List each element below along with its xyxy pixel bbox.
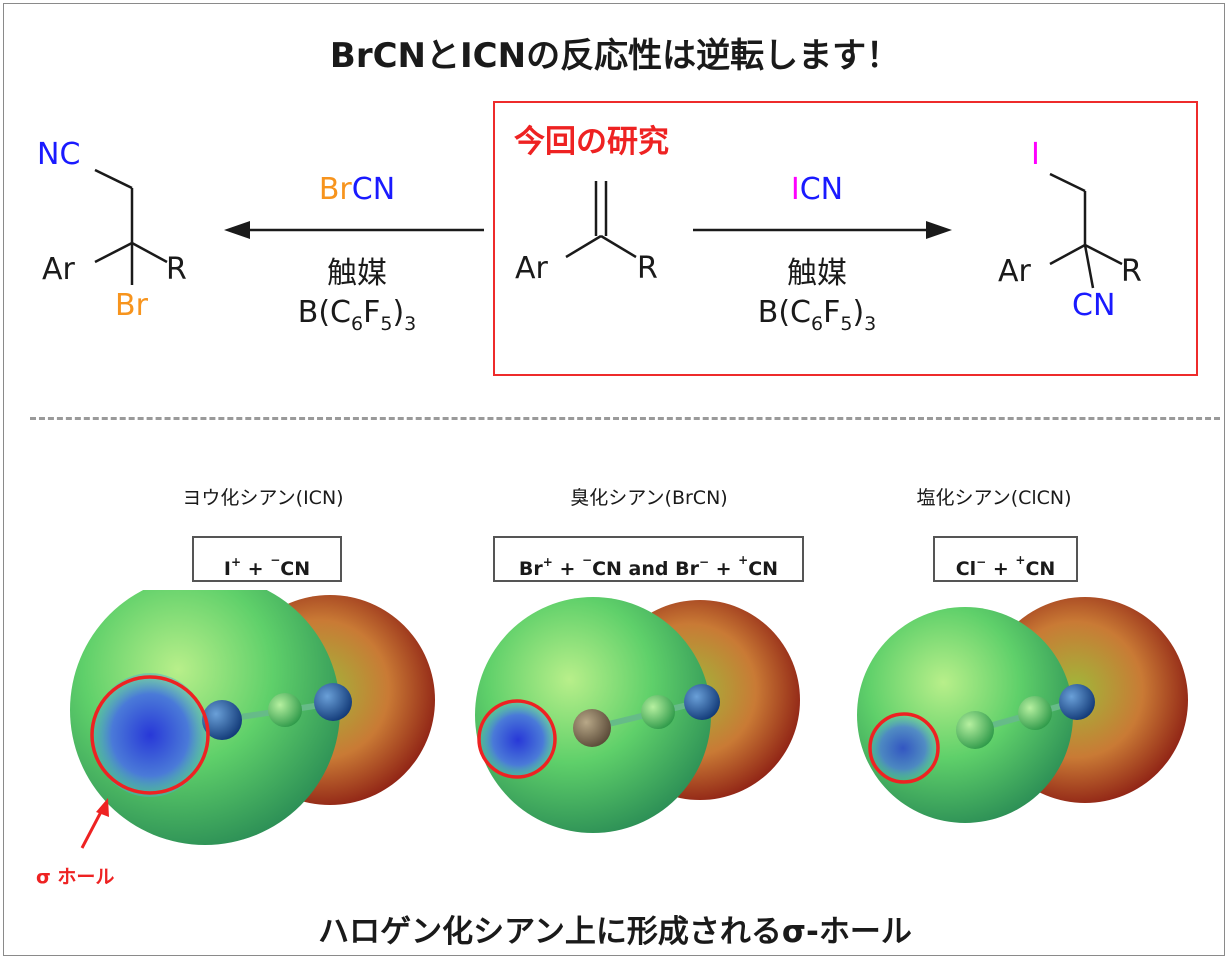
left-product-br: Br <box>115 288 148 323</box>
arrow-right-icon <box>693 221 952 239</box>
figure-caption: ハロゲン化シアン上に形成されるσ-ホール <box>318 914 912 950</box>
left-product-r: R <box>166 252 187 287</box>
scheme-bonds <box>94 168 1123 289</box>
sigma-hole-label: σ ホール <box>36 866 115 888</box>
left-product-bonds <box>94 168 168 285</box>
brcn-esp-map <box>475 597 800 833</box>
right-product-ar: Ar <box>998 254 1031 289</box>
left-product-ar: Ar <box>42 252 75 287</box>
sigma-hole-arrow-icon <box>80 798 109 849</box>
right-product-r: R <box>1121 254 1142 289</box>
right-reagent-i: I <box>790 172 800 207</box>
brcn-title: 臭化シアン(BrCN) <box>570 487 728 509</box>
icn-title: ヨウ化シアン(ICN) <box>182 487 344 509</box>
section-divider <box>30 417 1220 420</box>
figure-frame <box>3 3 1225 956</box>
current-study-label: 今回の研究 <box>514 124 669 160</box>
right-product-bonds <box>1049 172 1123 289</box>
left-reagent-label: BrCN <box>237 172 477 207</box>
arrow-left-icon <box>224 221 484 239</box>
brcn-sigma-hole-circle <box>477 699 557 779</box>
substrate-ar: Ar <box>515 251 548 286</box>
left-borane: B(C6F5)3 <box>297 295 417 335</box>
right-catalyst: 触媒 <box>787 256 847 291</box>
right-product-i: I <box>1031 137 1040 172</box>
clcn-title: 塩化シアン(ClCN) <box>916 487 1072 509</box>
clcn-sigma-hole-circle <box>868 712 940 784</box>
left-reagent-cn: CN <box>351 172 396 207</box>
substrate-bonds <box>565 181 637 259</box>
right-reagent-cn: CN <box>799 172 844 207</box>
brcn-ion-box: Br+ + −CN and Br− + +CN <box>493 536 804 582</box>
esp-maps <box>70 590 1188 849</box>
left-product-nc: NC <box>37 137 81 172</box>
icn-esp-map <box>70 590 435 845</box>
clcn-esp-map <box>857 597 1188 823</box>
clcn-ion-box: Cl− + +CN <box>933 536 1078 582</box>
left-catalyst: 触媒 <box>327 256 387 291</box>
figure-title: BrCNとICNの反応性は逆転します！ <box>329 36 901 76</box>
current-study-box <box>493 101 1198 376</box>
icn-ion-box: I+ + −CN <box>192 536 342 582</box>
icn-sigma-hole-circle <box>90 675 210 795</box>
right-reagent-label: ICN <box>697 172 937 207</box>
right-product-cn: CN <box>1072 288 1116 323</box>
left-reagent-br: Br <box>318 172 352 207</box>
substrate-r: R <box>637 251 658 286</box>
right-borane: B(C6F5)3 <box>757 295 877 335</box>
